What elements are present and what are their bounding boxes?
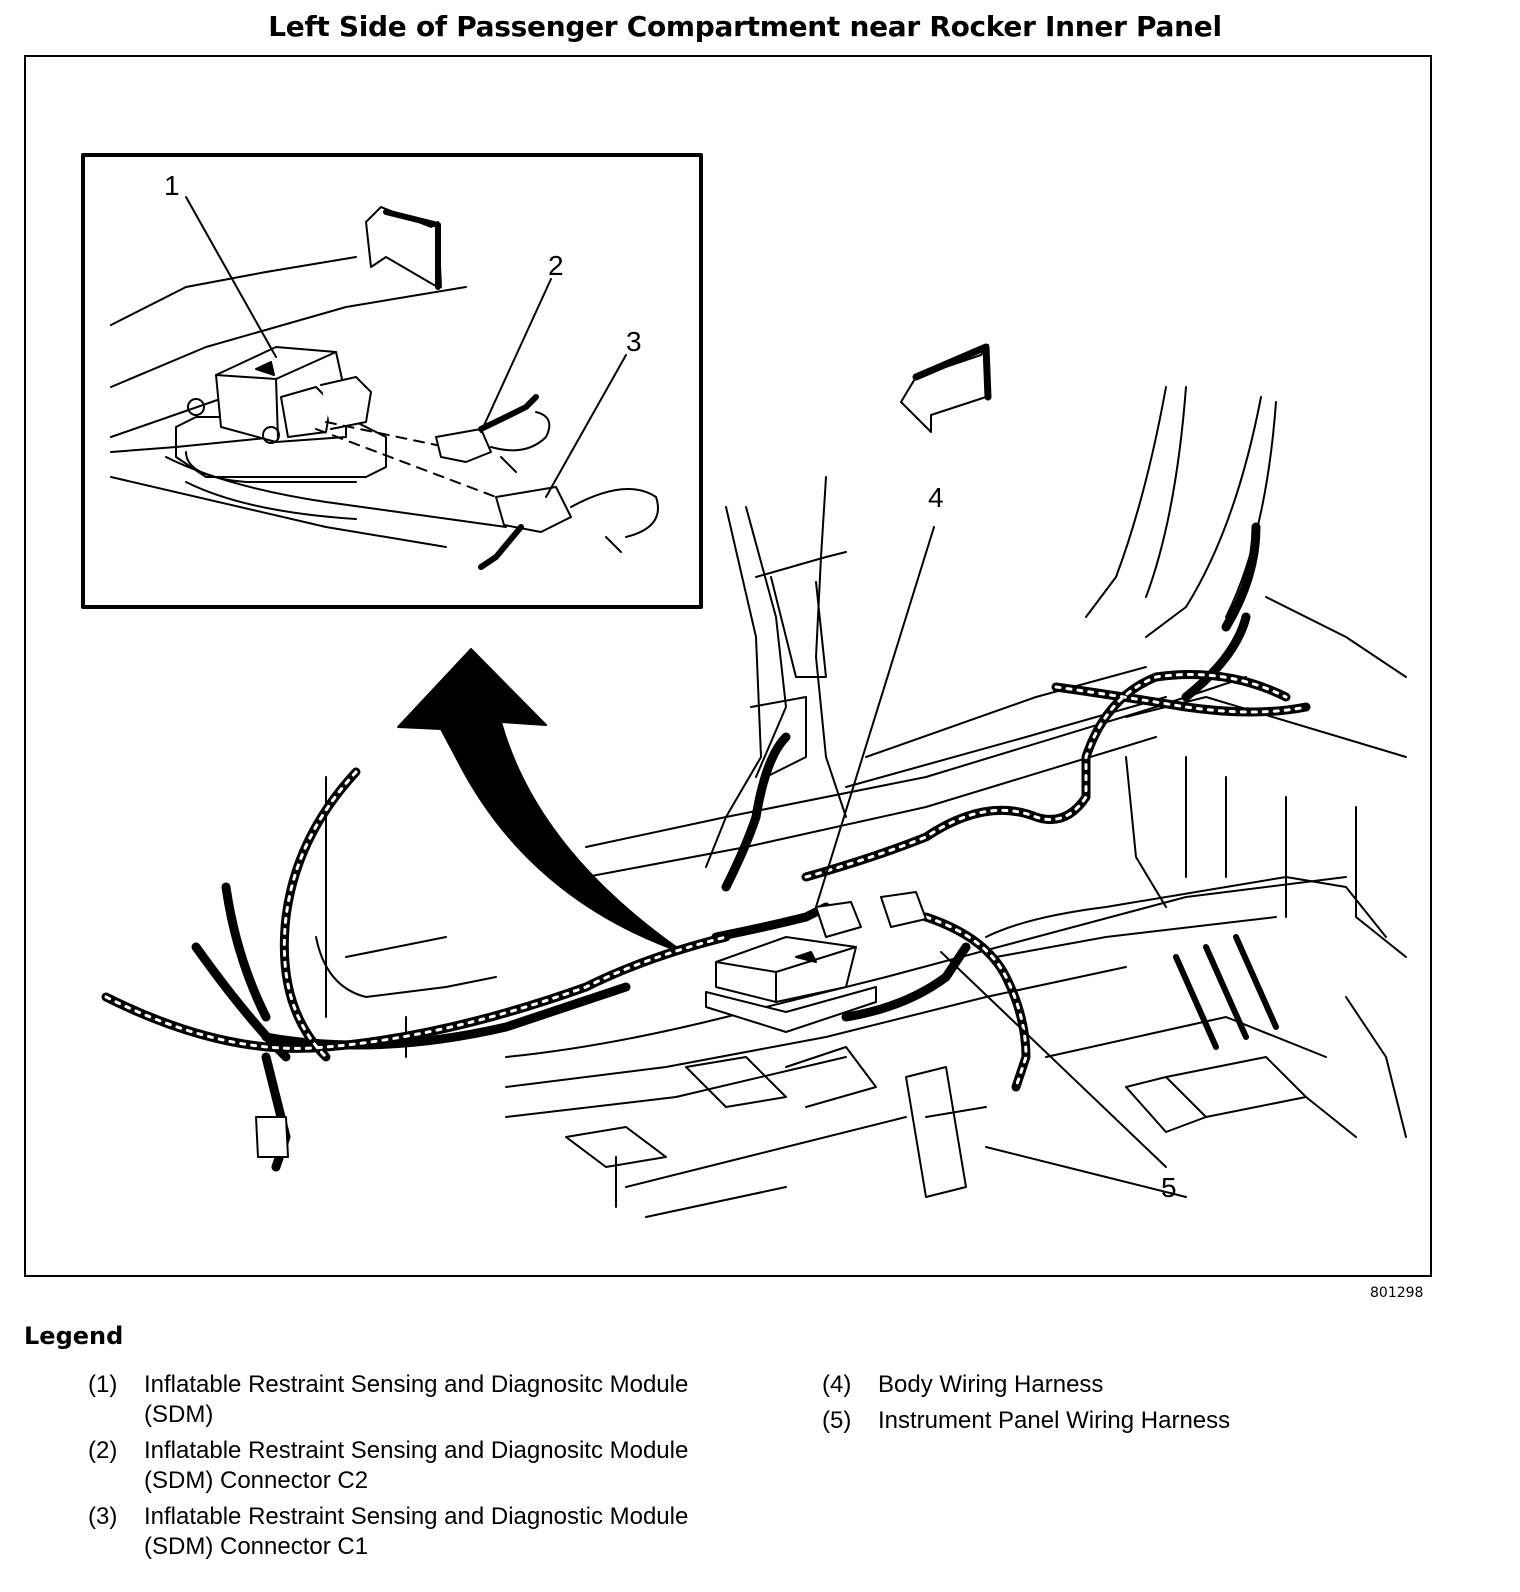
legend-text: Instrument Panel Wiring Harness (878, 1407, 1231, 1434)
body-wiring-harness (101, 522, 1311, 1172)
legend-number: (5) (822, 1407, 852, 1434)
legend-text: Inflatable Restraint Sensing and Diagnos… (144, 1371, 689, 1428)
legend-item: (2) Inflatable Restraint Sensing and Dia… (88, 1436, 704, 1496)
callout-1: 1 (164, 170, 180, 201)
figure-id: 801298 (1370, 1285, 1424, 1301)
legend-item: (3) Inflatable Restraint Sensing and Dia… (88, 1502, 704, 1562)
legend-item: (5) Instrument Panel Wiring Harness (822, 1406, 1438, 1436)
legend-column-left: (1) Inflatable Restraint Sensing and Dia… (88, 1370, 704, 1568)
curved-arrow (397, 648, 682, 953)
legend-text: Inflatable Restraint Sensing and Diagnos… (144, 1437, 689, 1494)
legend-number: (2) (88, 1437, 118, 1464)
diagram-title: Left Side of Passenger Compartment near … (268, 10, 1222, 43)
callout-3: 3 (626, 326, 642, 357)
sdm-module (705, 891, 927, 1033)
vehicle-illustration: 1 2 3 4 5 (81, 153, 1407, 1218)
diagram-frame: 1 2 3 4 5 (24, 55, 1432, 1277)
main-view (101, 343, 1407, 1218)
legend-text: Body Wiring Harness (878, 1371, 1104, 1398)
legend-item: (1) Inflatable Restraint Sensing and Dia… (88, 1370, 704, 1430)
legend-heading: Legend (24, 1322, 124, 1350)
callout-2: 2 (548, 250, 564, 281)
direction-arrow (900, 344, 989, 433)
callout-4: 4 (928, 482, 944, 513)
legend-number: (4) (822, 1371, 852, 1398)
inset-detail (81, 153, 703, 609)
legend-column-right: (4) Body Wiring Harness (5) Instrument P… (822, 1370, 1438, 1442)
callout-5: 5 (1161, 1172, 1177, 1203)
legend-text: Inflatable Restraint Sensing and Diagnos… (144, 1503, 689, 1560)
legend-item: (4) Body Wiring Harness (822, 1370, 1438, 1400)
legend-number: (1) (88, 1371, 118, 1398)
legend-number: (3) (88, 1503, 118, 1530)
